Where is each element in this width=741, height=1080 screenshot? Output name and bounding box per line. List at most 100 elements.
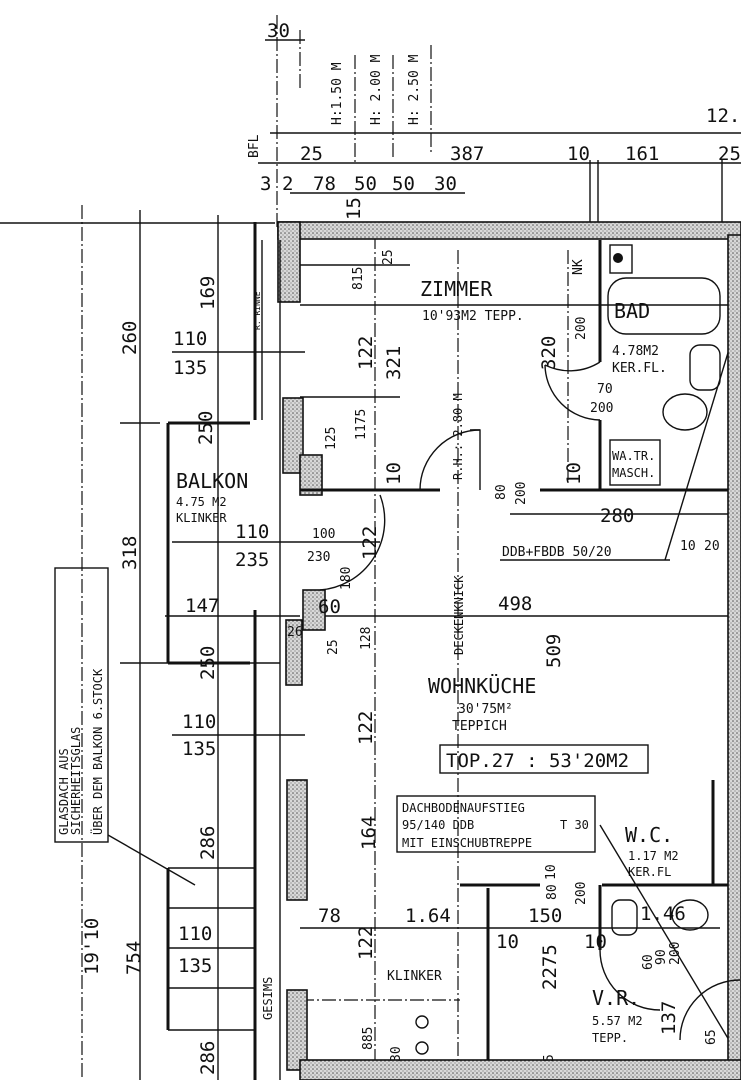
- notes: DACHBODENAUFSTIEG 95/140 DDB T 30 MIT EI…: [57, 291, 612, 1020]
- svg-text:KER.FL: KER.FL: [628, 865, 671, 879]
- svg-text:1.17 M2: 1.17 M2: [628, 849, 679, 863]
- svg-text:100: 100: [312, 527, 335, 542]
- top-dimensions: 30 H:1.50 M H: 2.00 M H: 2.50 M 12.0 BFL…: [247, 20, 741, 195]
- svg-text:164: 164: [358, 816, 380, 850]
- svg-text:78: 78: [318, 905, 341, 927]
- svg-text:122: 122: [359, 526, 381, 560]
- svg-text:90: 90: [654, 949, 669, 965]
- svg-text:WA.TR.: WA.TR.: [612, 449, 655, 463]
- svg-text:19'10: 19'10: [81, 918, 103, 975]
- svg-text:TEPPICH: TEPPICH: [452, 719, 507, 734]
- svg-text:110: 110: [178, 923, 212, 945]
- svg-text:80: 80: [494, 484, 509, 500]
- svg-text:KLINKER: KLINKER: [176, 511, 227, 525]
- svg-text:885: 885: [361, 1027, 376, 1050]
- svg-text:20: 20: [704, 539, 720, 554]
- svg-text:260: 260: [119, 321, 141, 355]
- svg-text:T 30: T 30: [560, 818, 589, 832]
- svg-text:V.R.: V.R.: [592, 986, 640, 1010]
- svg-text:MIT EINSCHUBTREPPE: MIT EINSCHUBTREPPE: [402, 836, 532, 850]
- svg-text:MASCH.: MASCH.: [612, 466, 655, 480]
- svg-text:DDB+FBDB 50/20: DDB+FBDB 50/20: [502, 545, 612, 560]
- left-dimensions: 19'10 260 318 754 169 110 135 250 110 23…: [81, 276, 269, 1075]
- svg-text:235: 235: [235, 549, 269, 571]
- svg-text:BALKON: BALKON: [176, 469, 248, 493]
- svg-text:TOP.27 : 53'20M2: TOP.27 : 53'20M2: [446, 750, 629, 772]
- svg-text:122: 122: [355, 711, 377, 745]
- svg-text:4.75 M2: 4.75 M2: [176, 495, 227, 509]
- svg-text:NK: NK: [571, 259, 586, 275]
- svg-text:110: 110: [235, 521, 269, 543]
- svg-text:147: 147: [185, 595, 219, 617]
- svg-text:250: 250: [197, 646, 219, 680]
- svg-text:1175: 1175: [354, 409, 369, 440]
- svg-text:60: 60: [318, 596, 341, 618]
- svg-text:65: 65: [704, 1029, 719, 1045]
- svg-text:135: 135: [173, 357, 207, 379]
- svg-text:BAD: BAD: [614, 299, 650, 323]
- svg-text:25: 25: [718, 143, 741, 165]
- svg-text:10: 10: [383, 462, 405, 485]
- svg-text:25: 25: [300, 143, 323, 165]
- svg-text:15: 15: [343, 197, 365, 220]
- svg-text:25: 25: [381, 249, 396, 265]
- svg-text:5: 5: [542, 1054, 557, 1062]
- svg-text:H: 2.00 M: H: 2.00 M: [369, 54, 384, 125]
- svg-text:200: 200: [574, 317, 589, 340]
- svg-text:GESIMS: GESIMS: [261, 977, 275, 1020]
- svg-text:286: 286: [197, 826, 219, 860]
- svg-text:128: 128: [359, 627, 374, 650]
- svg-text:498: 498: [498, 593, 532, 615]
- svg-text:200: 200: [668, 942, 683, 965]
- svg-text:SICHERHEITSGLAS: SICHERHEITSGLAS: [69, 727, 83, 835]
- svg-text:1.46: 1.46: [640, 903, 686, 925]
- svg-text:TEPP.: TEPP.: [592, 1031, 628, 1045]
- svg-text:30: 30: [434, 173, 457, 195]
- svg-text:135: 135: [178, 955, 212, 977]
- svg-text:122: 122: [355, 926, 377, 960]
- svg-text:286: 286: [197, 1041, 219, 1075]
- svg-text:10'93M2 TEPP.: 10'93M2 TEPP.: [422, 309, 524, 324]
- svg-text:DACHBODENAUFSTIEG: DACHBODENAUFSTIEG: [402, 801, 525, 815]
- svg-text:180: 180: [339, 567, 354, 590]
- svg-text:137: 137: [658, 1001, 680, 1035]
- svg-text:2: 2: [282, 173, 293, 195]
- svg-text:GLASDACH AUS: GLASDACH AUS: [57, 748, 71, 835]
- svg-text:50: 50: [354, 173, 377, 195]
- svg-text:78: 78: [313, 173, 336, 195]
- svg-text:122: 122: [355, 336, 377, 370]
- svg-text:12.0: 12.0: [706, 105, 741, 127]
- svg-text:ÜBER DEM BALKON 6.STOCK: ÜBER DEM BALKON 6.STOCK: [89, 668, 105, 835]
- svg-text:161: 161: [625, 143, 659, 165]
- svg-text:5.57 M2: 5.57 M2: [592, 1014, 643, 1028]
- svg-text:135: 135: [182, 738, 216, 760]
- svg-text:50: 50: [392, 173, 415, 195]
- svg-text:200: 200: [590, 401, 613, 416]
- svg-text:320: 320: [538, 336, 560, 370]
- svg-text:KLINKER: KLINKER: [387, 969, 442, 984]
- svg-text:H:1.50 M: H:1.50 M: [330, 62, 345, 125]
- svg-text:3: 3: [260, 173, 271, 195]
- inner-dimensions: 15 815 25 122 321 1175 125 10 320 200 NK…: [287, 197, 720, 1062]
- svg-text:10: 10: [567, 143, 590, 165]
- svg-text:BFL: BFL: [247, 134, 262, 158]
- dimension-lines: [0, 15, 741, 1080]
- svg-text:DECKENKNICK: DECKENKNICK: [452, 575, 466, 655]
- svg-text:318: 318: [119, 536, 141, 570]
- svg-text:30: 30: [389, 1046, 404, 1062]
- svg-text:169: 169: [197, 276, 219, 310]
- svg-text:754: 754: [123, 941, 145, 975]
- svg-text:ZIMMER: ZIMMER: [420, 277, 493, 301]
- svg-text:387: 387: [450, 143, 484, 165]
- svg-text:R.H.: 2.80 M: R.H.: 2.80 M: [451, 393, 465, 480]
- svg-text:10: 10: [584, 931, 607, 953]
- svg-text:4.78M2: 4.78M2: [612, 344, 659, 359]
- svg-text:70: 70: [597, 382, 613, 397]
- svg-text:1.64: 1.64: [405, 905, 451, 927]
- svg-text:150: 150: [528, 905, 562, 927]
- svg-text:200: 200: [574, 882, 589, 905]
- svg-text:230: 230: [307, 550, 330, 565]
- svg-text:110: 110: [182, 711, 216, 733]
- svg-text:60: 60: [641, 954, 656, 970]
